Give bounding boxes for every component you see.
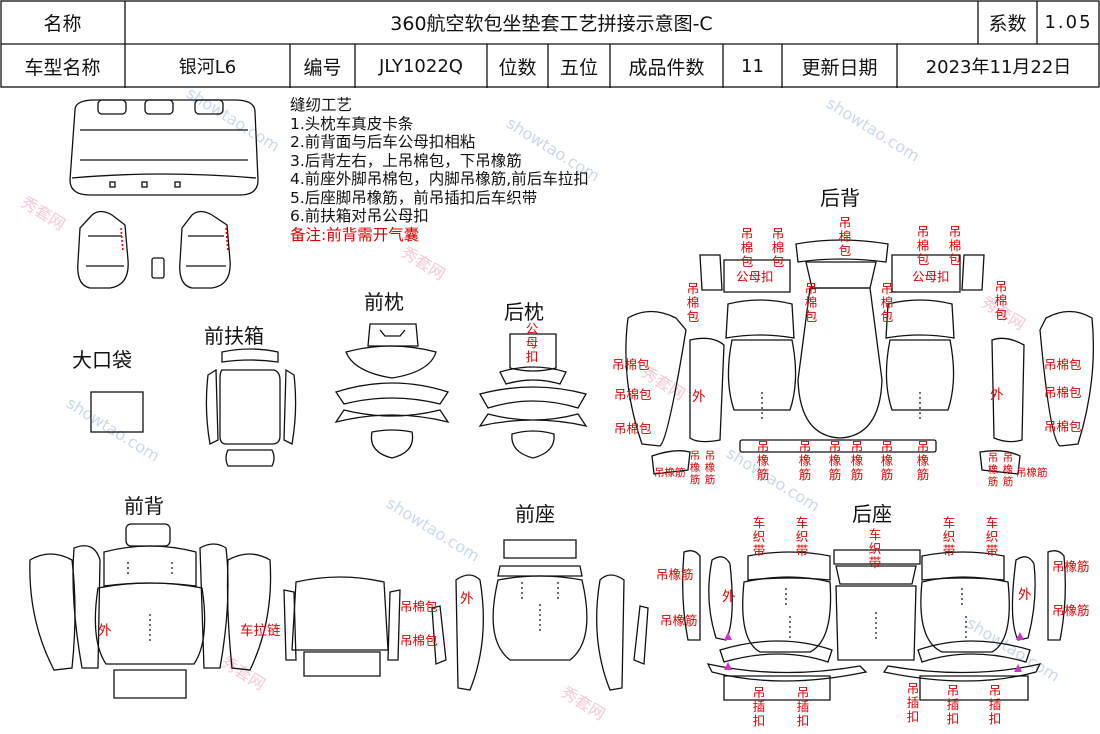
hang-buckle-label: 吊插扣 (796, 685, 810, 728)
outer-label: 外 (98, 623, 112, 639)
seats-label: 位数 (498, 56, 537, 79)
note-item-5: 5.后座脚吊橡筋，前吊插扣后车织带 (290, 188, 538, 207)
hang-cotton-label: 吊棉包 (614, 387, 652, 402)
hang-cotton-label: 吊棉包 (771, 226, 785, 269)
seats-value: 五位 (559, 56, 598, 79)
hang-rubber-label: 吊橡筋 (798, 439, 812, 482)
note-item-1: 1.头枕车真皮卡条 (290, 114, 414, 133)
sewing-notes: 缝纫工艺 1.头枕车真皮卡条 2.前背面与后车公母扣相粘 3.后背左右，上吊棉包… (290, 96, 589, 244)
front-seat-overview-left (77, 210, 129, 289)
rear-seat-title: 后座 (852, 502, 892, 526)
header-table-grid (0, 0, 1100, 88)
hang-cotton-label: 吊棉包 (994, 279, 1008, 322)
outer-label: 外 (722, 589, 736, 605)
code-value: JLY1022Q (379, 55, 463, 77)
hang-rubber-label: 吊橡筋 (828, 439, 842, 482)
outer-label: 外 (692, 389, 706, 405)
sheet-title: 360航空软包坐垫套工艺拼接示意图-C (390, 12, 713, 35)
pieces-value: 11 (741, 55, 764, 77)
rear-back-pieces (625, 239, 1095, 475)
model-value: 银河L6 (178, 57, 237, 78)
hang-buckle-label: 吊插扣 (988, 683, 1002, 726)
hang-rubber-label: 吊橡筋 (880, 439, 894, 482)
overview-armrest (151, 257, 165, 279)
hang-rubber-label: 吊橡筋 (656, 567, 694, 582)
name-label: 名称 (43, 12, 82, 35)
front-pillow-pieces (334, 323, 450, 459)
hang-rubber-label: 吊橡筋 (1002, 452, 1014, 488)
front-seat-overview-right (179, 210, 231, 289)
front-armrest-title: 前扶箱 (204, 324, 264, 348)
hang-cotton-label: 吊棉包 (400, 633, 438, 648)
front-back-title: 前背 (124, 494, 164, 518)
hang-cotton-label: 吊棉包 (612, 357, 650, 372)
hang-cotton-label: 吊棉包 (948, 224, 962, 267)
front-back-pieces (29, 523, 272, 699)
front-pillow-title: 前枕 (364, 290, 404, 314)
outer-label: 外 (990, 387, 1004, 403)
big-pocket-panel (90, 391, 144, 433)
hang-cotton-label: 吊棉包 (804, 281, 818, 324)
notes-remark: 备注:前背需开气囊 (290, 225, 420, 244)
hang-rubber-label: 吊橡筋 (689, 450, 701, 486)
note-item-2: 2.前背面与后车公母扣相粘 (290, 133, 476, 151)
rear-bench-overview (69, 99, 259, 196)
hang-rubber-label: 吊橡筋 (1052, 603, 1090, 618)
hang-rubber-label: 吊橡筋 (916, 439, 930, 482)
front-armrest-pieces (205, 348, 297, 467)
front-seat-title: 前座 (515, 502, 555, 526)
hang-rubber-label: 吊橡筋 (850, 439, 864, 482)
hang-rubber-label: 吊橡筋 (1016, 467, 1048, 479)
model-label: 车型名称 (24, 56, 101, 79)
hang-buckle-label: 吊插扣 (752, 685, 766, 728)
rear-pillow-pieces (478, 333, 588, 459)
snap-hang-label: 公母扣 (912, 269, 950, 284)
note-item-3: 3.后背左右，上吊棉包，下吊橡筋 (290, 151, 522, 170)
code-label: 编号 (303, 56, 342, 79)
hang-rubber-label: 吊橡筋 (654, 467, 686, 479)
note-item-4: 4.前座外脚吊棉包，内脚吊橡筋,前后车拉扣 (290, 170, 589, 188)
hang-cotton-label: 吊棉包 (838, 215, 852, 258)
factor-label: 系数 (988, 12, 1027, 35)
strap-label: 车织带 (985, 515, 999, 558)
hang-rubber-label: 吊橡筋 (660, 613, 698, 628)
hang-cotton-label: 吊棉包 (1044, 357, 1082, 372)
hang-buckle-label: 吊插扣 (906, 681, 920, 724)
hang-rubber-label: 吊橡筋 (704, 450, 716, 486)
hang-cotton-label: 吊棉包 (1044, 385, 1082, 400)
big-pocket-title: 大口袋 (72, 348, 132, 372)
factor-value: 1.05 (1044, 11, 1093, 33)
rear-seat-pieces (682, 549, 1066, 701)
strap-label: 车织带 (795, 515, 809, 558)
hang-cotton-label: 吊棉包 (916, 224, 930, 267)
strap-label: 车织带 (752, 515, 766, 558)
hang-cotton-label: 吊棉包 (1044, 419, 1082, 434)
outer-label: 外 (460, 591, 474, 607)
snap-hang-label: 公母扣 (736, 269, 774, 284)
hang-cotton-label: 吊棉包 (614, 421, 652, 436)
hang-rubber-label: 吊橡筋 (987, 452, 999, 488)
hang-rubber-label: 吊橡筋 (756, 439, 770, 482)
zipper-label: 车拉链 (240, 623, 281, 639)
rear-pillow-title: 后枕 (504, 300, 544, 324)
outer-label: 外 (1018, 587, 1032, 603)
hang-cotton-label: 吊棉包 (740, 226, 754, 269)
snap-label: 公母扣 (525, 321, 539, 364)
strap-label: 车织带 (942, 515, 956, 558)
front-seat-pieces (283, 539, 649, 691)
date-value: 2023年11月22日 (925, 57, 1072, 78)
pieces-label: 成品件数 (628, 56, 705, 79)
date-label: 更新日期 (801, 56, 878, 79)
hang-cotton-label: 吊棉包 (400, 599, 438, 614)
hang-cotton-label: 吊棉包 (686, 281, 700, 324)
hang-rubber-label: 吊橡筋 (1052, 559, 1090, 574)
notes-heading: 缝纫工艺 (290, 96, 353, 114)
strap-label: 车织带 (868, 527, 882, 570)
hang-buckle-label: 吊插扣 (946, 683, 960, 726)
note-item-6: 6.前扶箱对吊公母扣 (290, 207, 429, 225)
hang-cotton-label: 吊棉包 (880, 281, 894, 324)
rear-back-title: 后背 (820, 186, 860, 210)
